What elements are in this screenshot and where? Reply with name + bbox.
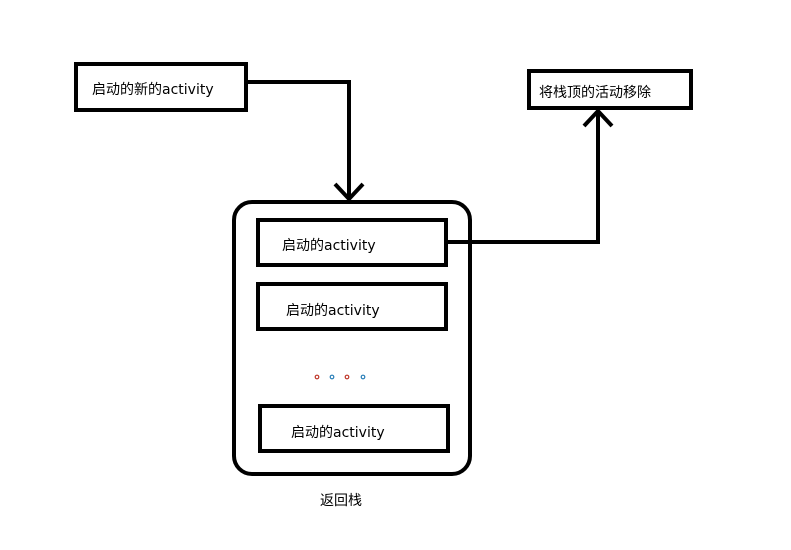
ellipsis-dot	[329, 374, 335, 380]
push-arrow-line	[246, 80, 351, 198]
stack-item-label: 启动的activity	[282, 238, 376, 254]
ellipsis-dots	[314, 374, 366, 380]
pop-arrow-line	[446, 112, 600, 244]
ellipsis-dot	[360, 374, 366, 380]
new-activity-box	[74, 62, 248, 112]
push-arrowhead	[333, 182, 365, 202]
remove-top-label: 将栈顶的活动移除	[539, 85, 651, 101]
ellipsis-dot	[314, 374, 320, 380]
ellipsis-dot	[344, 374, 350, 380]
back-stack-label: 返回栈	[320, 493, 362, 509]
stack-item-2	[256, 282, 448, 331]
remove-top-box	[527, 69, 693, 110]
stack-item-label: 启动的activity	[291, 425, 385, 441]
pop-arrowhead	[582, 108, 614, 128]
back-stack-container	[232, 200, 472, 476]
new-activity-label: 启动的新的activity	[92, 82, 214, 98]
stack-item-bottom	[258, 404, 450, 453]
stack-item-label: 启动的activity	[286, 303, 380, 319]
